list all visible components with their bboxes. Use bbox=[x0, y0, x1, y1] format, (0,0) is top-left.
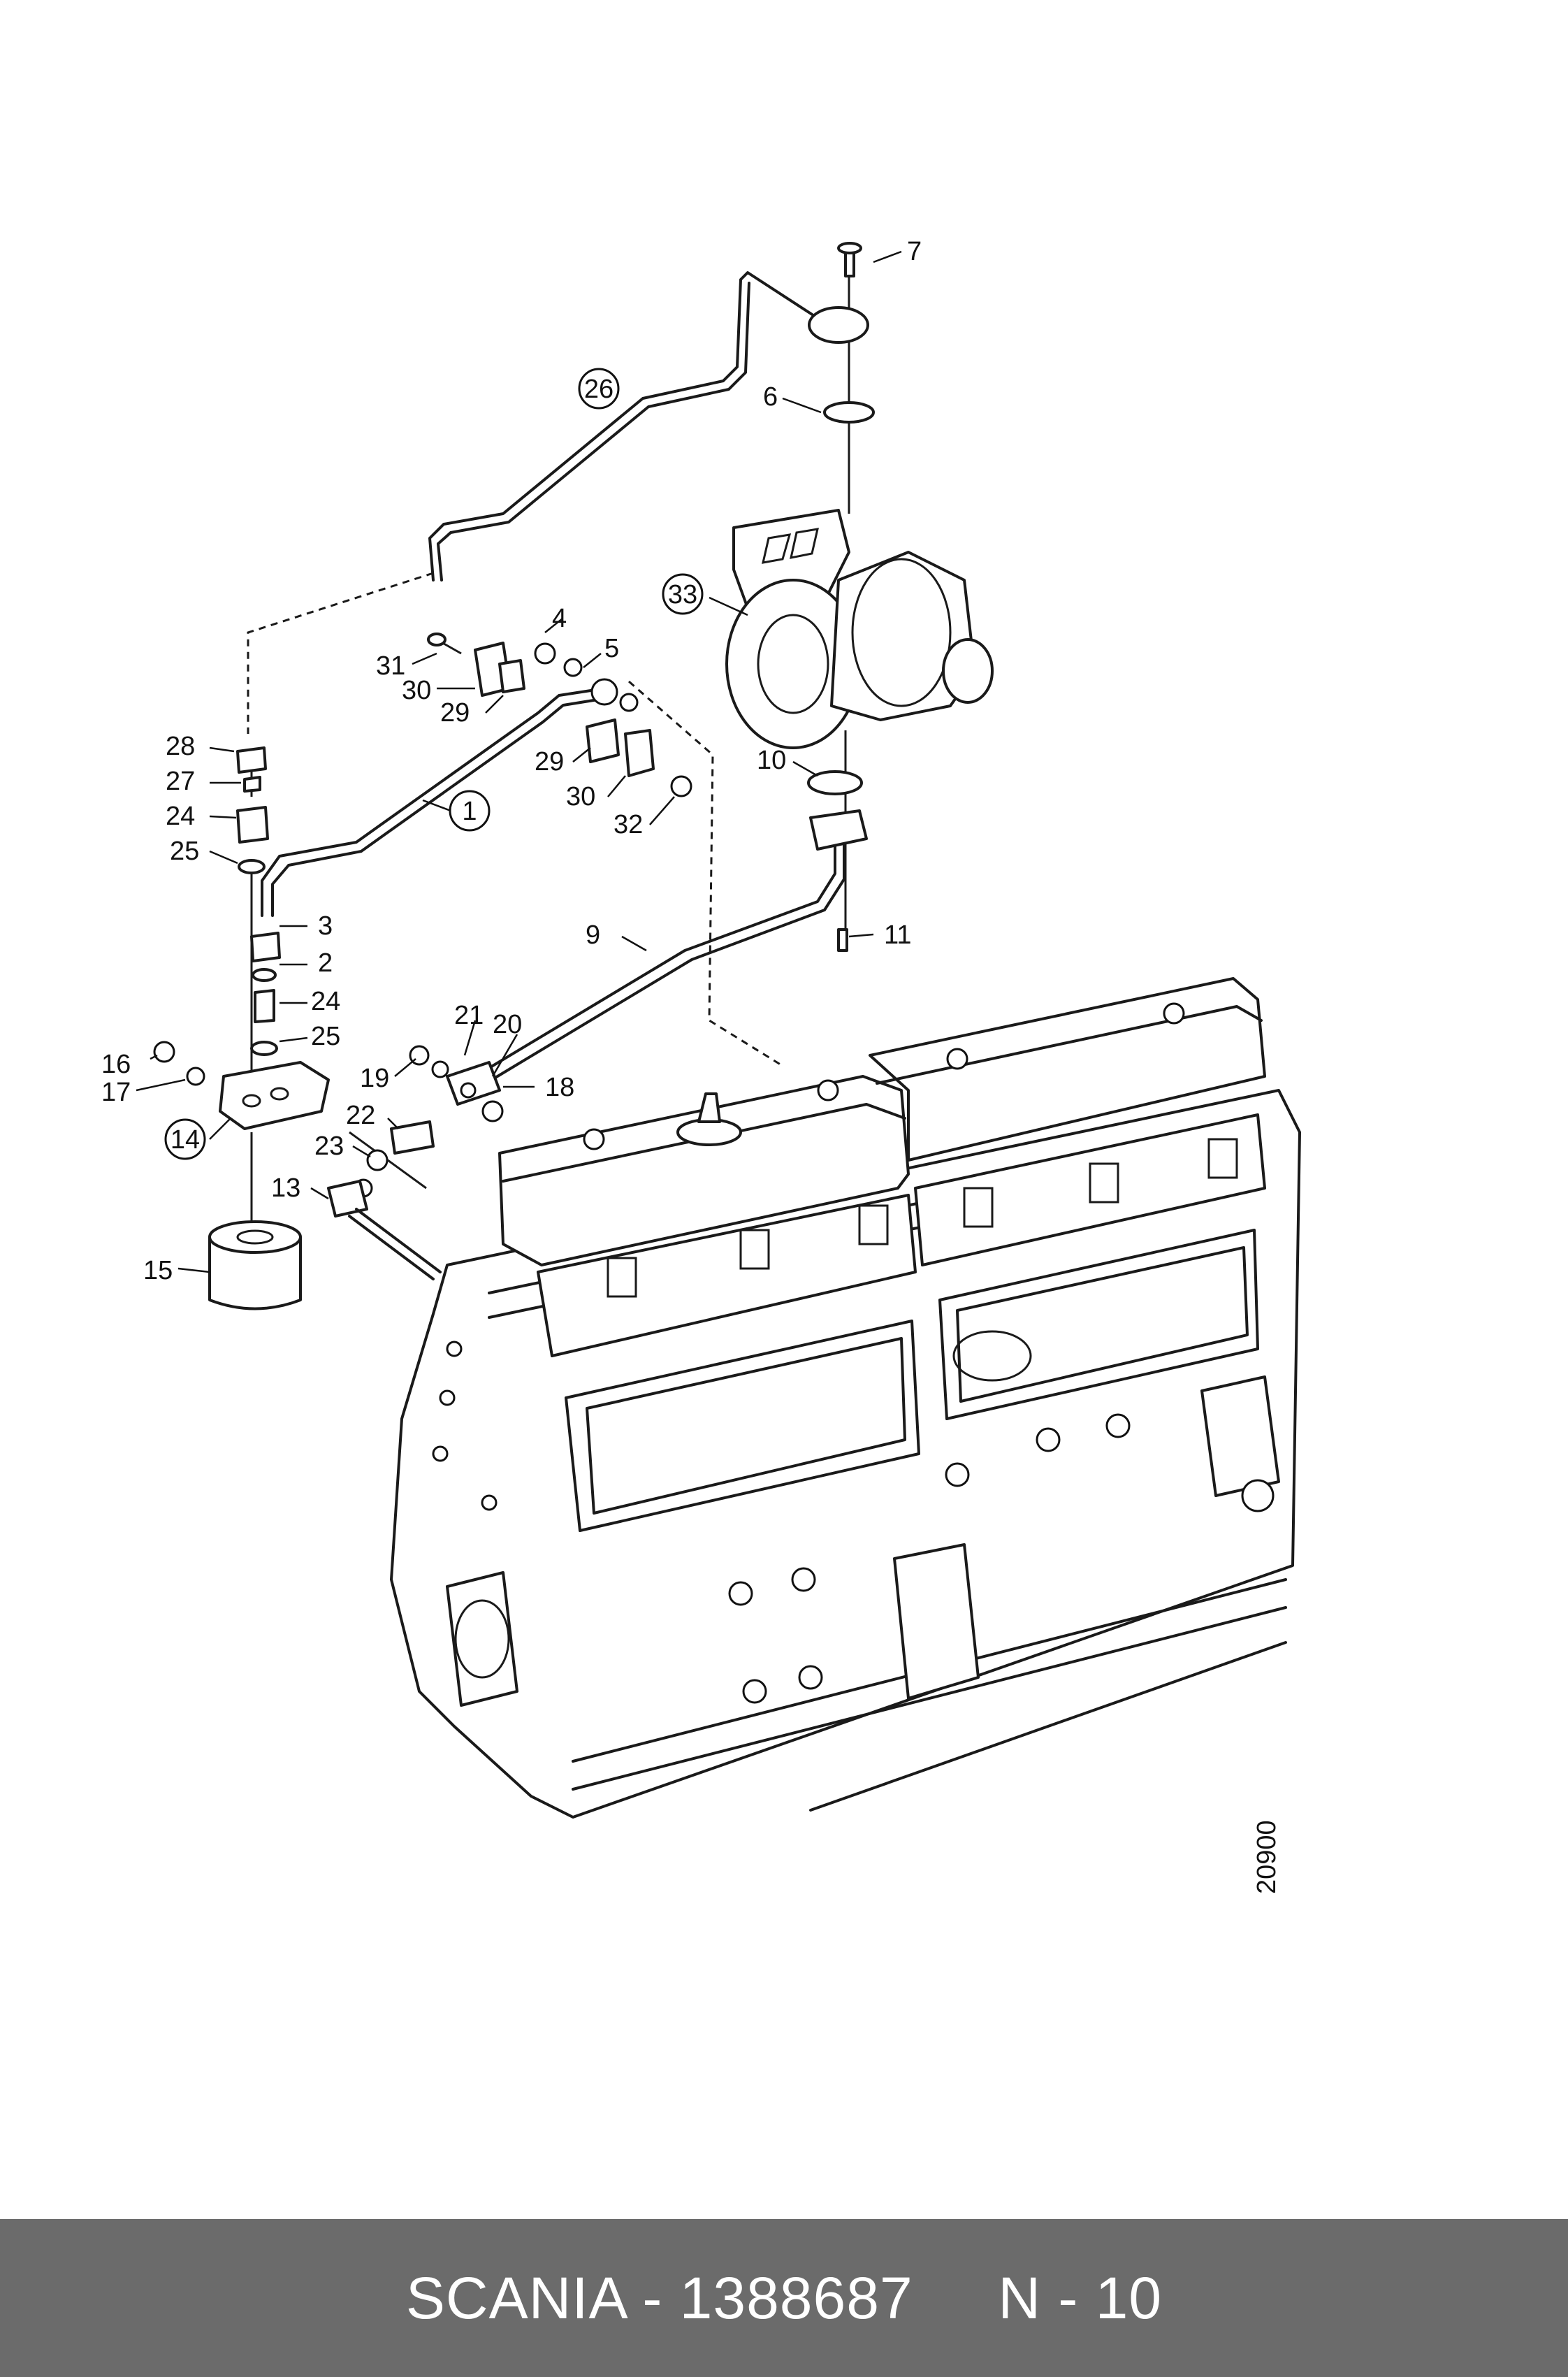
callout-24b: 24 bbox=[311, 987, 340, 1016]
filter-head bbox=[219, 1061, 330, 1130]
callout-27: 27 bbox=[166, 767, 195, 796]
fitting-stack bbox=[236, 746, 281, 1056]
callout-32: 32 bbox=[614, 810, 643, 839]
callout-20: 20 bbox=[493, 1010, 522, 1039]
callouts: 7 26 6 33 4 5 31 30 29 28 27 24 25 1 29 … bbox=[101, 237, 922, 1285]
callout-26: 26 bbox=[584, 375, 614, 404]
callout-7: 7 bbox=[907, 237, 922, 266]
engine-block bbox=[390, 977, 1301, 1819]
callout-17: 17 bbox=[101, 1078, 131, 1107]
callout-9: 9 bbox=[586, 920, 600, 950]
part-number-label: SCANIA - 1388687 N - 10 bbox=[405, 2264, 1163, 2331]
callout-11: 11 bbox=[884, 920, 911, 950]
callout-22: 22 bbox=[346, 1101, 375, 1130]
callout-3: 3 bbox=[318, 911, 333, 941]
callout-16: 16 bbox=[101, 1050, 131, 1079]
callout-4: 4 bbox=[552, 604, 567, 633]
turbocharger bbox=[725, 509, 994, 749]
callout-29a: 29 bbox=[440, 698, 470, 728]
callout-24a: 24 bbox=[166, 802, 195, 831]
callout-30a: 30 bbox=[402, 676, 431, 705]
callout-21: 21 bbox=[454, 1001, 484, 1030]
callout-28: 28 bbox=[166, 732, 195, 761]
callout-18: 18 bbox=[545, 1073, 574, 1102]
callout-25a: 25 bbox=[170, 837, 199, 866]
pipe-9 bbox=[474, 841, 836, 1078]
callout-10: 10 bbox=[757, 746, 786, 775]
pipe-1 bbox=[261, 687, 606, 917]
callout-25b: 25 bbox=[311, 1022, 340, 1051]
callout-19: 19 bbox=[360, 1064, 389, 1093]
footer-bar: SCANIA - 1388687 N - 10 bbox=[0, 2219, 1568, 2377]
pipe-26 bbox=[428, 271, 819, 581]
callout-29b: 29 bbox=[535, 747, 564, 776]
callout-15: 15 bbox=[143, 1256, 173, 1285]
assembly-leader-lines bbox=[247, 259, 850, 1237]
callout-14: 14 bbox=[170, 1125, 200, 1155]
callout-6: 6 bbox=[763, 382, 778, 412]
callout-5: 5 bbox=[604, 634, 619, 663]
callout-2: 2 bbox=[318, 948, 333, 978]
callout-1: 1 bbox=[462, 797, 477, 826]
callout-33: 33 bbox=[668, 580, 697, 609]
callout-23: 23 bbox=[314, 1132, 344, 1161]
drawing-number: 20900 bbox=[1252, 1820, 1282, 1894]
exploded-parts-diagram: 7 26 6 33 4 5 31 30 29 28 27 24 25 1 29 … bbox=[101, 237, 1301, 1894]
callout-13: 13 bbox=[271, 1173, 300, 1203]
oil-filter bbox=[208, 1220, 302, 1310]
callout-30b: 30 bbox=[566, 782, 595, 811]
callout-31: 31 bbox=[376, 651, 405, 681]
